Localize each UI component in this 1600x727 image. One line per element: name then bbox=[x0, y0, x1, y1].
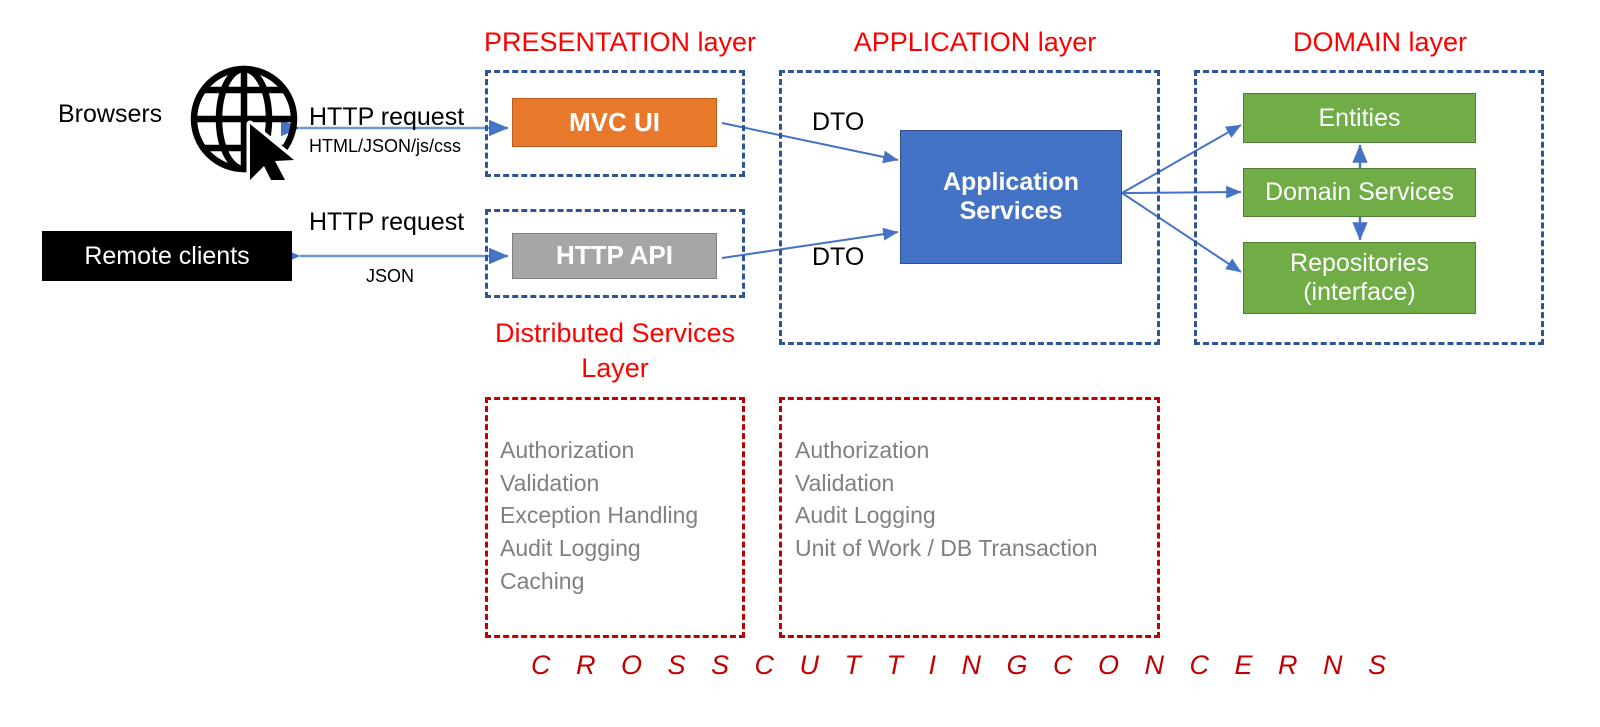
concern-item: Unit of Work / DB Transaction bbox=[795, 534, 1098, 561]
concern-item: Audit Logging bbox=[500, 534, 641, 561]
browser-request-label: HTTP request bbox=[309, 103, 465, 131]
dto-bottom-label: DTO bbox=[812, 243, 865, 271]
application-services-label-line1: Application bbox=[942, 168, 1080, 197]
remote-clients-box: Remote clients bbox=[42, 231, 292, 281]
domain-services-label: Domain Services bbox=[1265, 178, 1454, 207]
application-concerns-container bbox=[779, 397, 1160, 638]
application-services-box[interactable]: Application Services bbox=[900, 130, 1122, 264]
concern-item: Authorization bbox=[795, 437, 930, 463]
presentation-layer-caption: PRESENTATION layer bbox=[483, 27, 757, 57]
domain-services-box[interactable]: Domain Services bbox=[1243, 168, 1476, 217]
domain-layer-container bbox=[1194, 70, 1544, 345]
browsers-label: Browsers bbox=[58, 100, 163, 128]
application-services-label-line2: Services bbox=[959, 197, 1063, 225]
presentation-concerns-list: Authorization Validation Exception Handl… bbox=[500, 434, 698, 597]
remote-request-label: HTTP request bbox=[309, 208, 465, 236]
globe-cursor-icon bbox=[190, 65, 298, 180]
remote-clients-label: Remote clients bbox=[84, 241, 250, 270]
domain-layer-caption: DOMAIN layer bbox=[1292, 27, 1468, 57]
application-layer-container bbox=[779, 70, 1160, 345]
remote-response-label: JSON bbox=[366, 266, 415, 286]
repositories-label-line2: (interface) bbox=[1303, 278, 1416, 306]
presentation-concerns-container bbox=[485, 397, 745, 638]
repositories-label-line1: Repositories bbox=[1290, 249, 1429, 278]
concern-item: Exception Handling bbox=[500, 502, 699, 529]
repositories-box[interactable]: Repositories (interface) bbox=[1243, 242, 1476, 314]
presentation-mvc-container bbox=[485, 70, 745, 177]
mvc-ui-box[interactable]: MVC UI bbox=[512, 98, 717, 147]
application-layer-caption: APPLICATION layer bbox=[853, 27, 1097, 57]
concern-item: Authorization bbox=[500, 437, 635, 463]
entities-box[interactable]: Entities bbox=[1243, 93, 1476, 143]
entities-label: Entities bbox=[1318, 103, 1401, 132]
cross-cutting-concerns-title: C R O S S C U T T I N G C O N C E R N S bbox=[531, 650, 1396, 680]
dto-top-label: DTO bbox=[812, 108, 865, 136]
distributed-services-caption-line2: Layer bbox=[581, 353, 649, 383]
mvc-ui-label: MVC UI bbox=[569, 106, 660, 137]
presentation-api-container bbox=[485, 209, 745, 298]
concern-item: Audit Logging bbox=[795, 502, 936, 529]
concern-item: Validation bbox=[500, 469, 600, 496]
http-api-label: HTTP API bbox=[555, 240, 673, 271]
http-api-box[interactable]: HTTP API bbox=[512, 233, 717, 279]
application-concerns-list: Authorization Validation Audit Logging U… bbox=[795, 434, 1098, 565]
concern-item: Validation bbox=[795, 469, 895, 496]
distributed-services-caption-line1: Distributed Services bbox=[494, 318, 736, 348]
concern-item: Caching bbox=[500, 567, 585, 594]
browser-response-label: HTML/JSON/js/css bbox=[309, 136, 462, 156]
